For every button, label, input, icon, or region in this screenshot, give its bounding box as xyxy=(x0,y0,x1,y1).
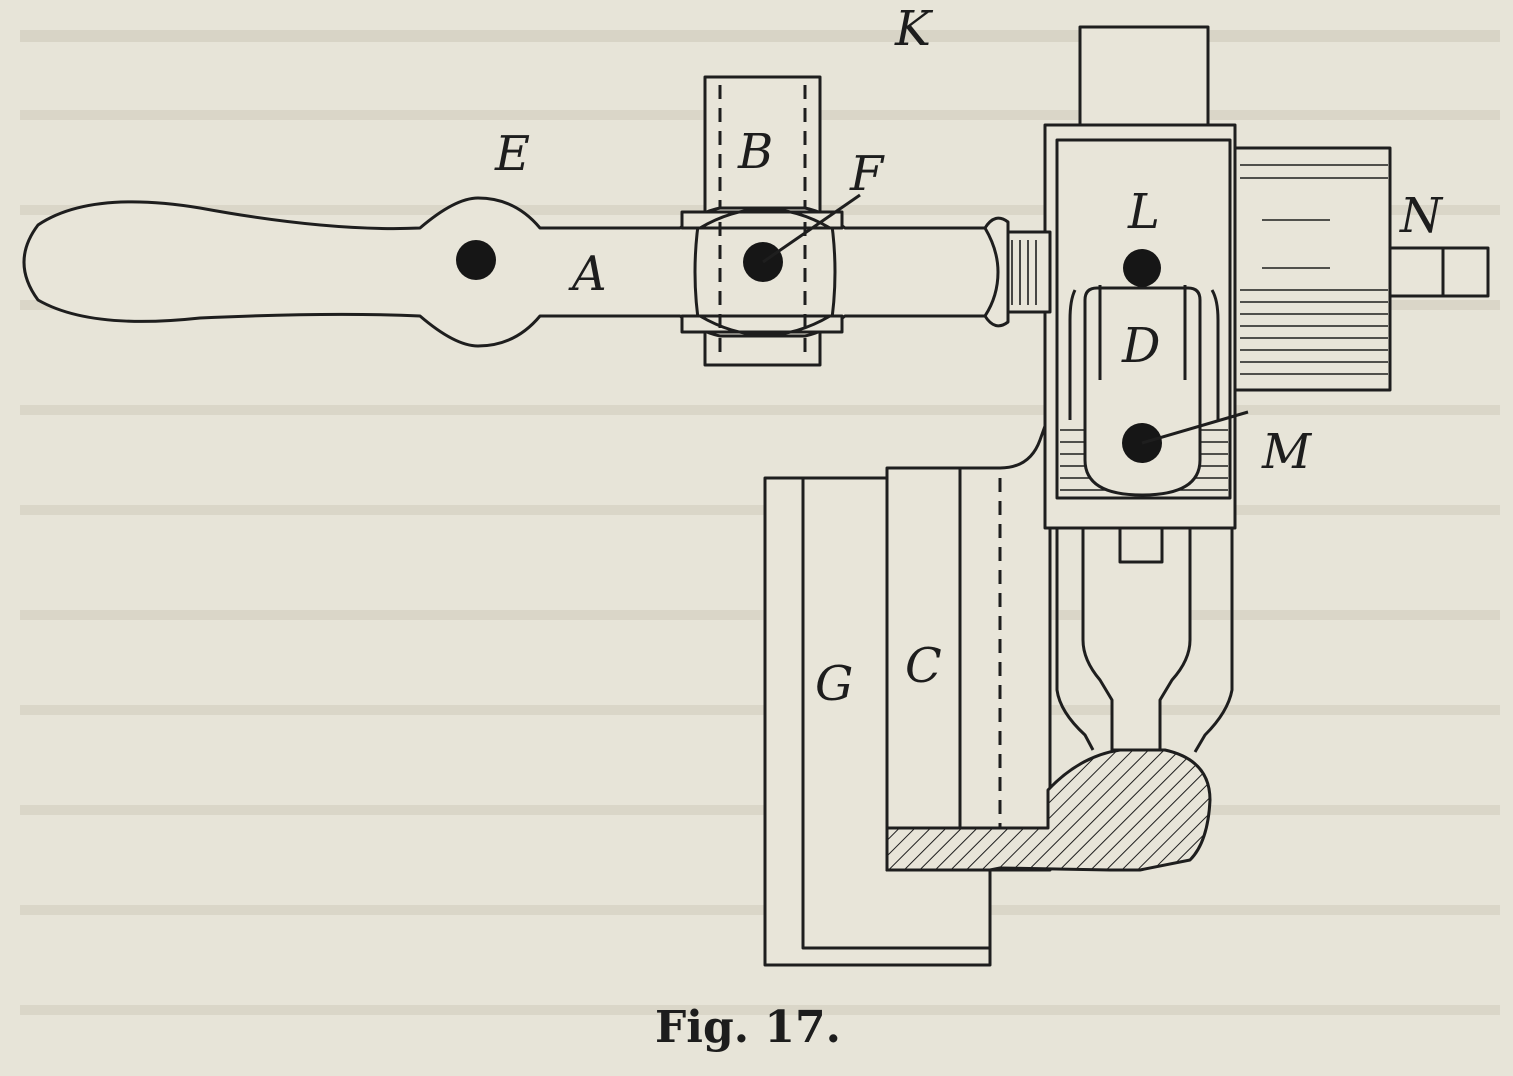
label-c: C xyxy=(905,638,942,694)
part-d-slot xyxy=(1068,285,1220,420)
pin-l xyxy=(1123,249,1161,287)
stem-nub xyxy=(1118,526,1164,564)
label-d: D xyxy=(1121,318,1160,374)
part-a-lever xyxy=(22,196,1010,348)
part-n-roller xyxy=(1230,146,1392,392)
roller-texture xyxy=(1240,164,1388,375)
label-l: L xyxy=(1127,184,1160,240)
leader-m xyxy=(1141,410,1249,445)
label-b: B xyxy=(737,124,773,180)
part-n-spindle xyxy=(1388,246,1490,298)
lower-stem xyxy=(1081,526,1192,752)
label-e: E xyxy=(494,126,530,182)
label-k: K xyxy=(894,1,934,57)
label-g: G xyxy=(815,656,853,712)
shaft-knurl xyxy=(1011,240,1037,305)
hatched-section xyxy=(885,748,1212,872)
part-k-cap xyxy=(1078,25,1210,129)
part-d-link xyxy=(1083,286,1202,497)
figure-caption: Fig. 17. xyxy=(655,1002,841,1053)
label-m: M xyxy=(1261,424,1313,480)
label-a: A xyxy=(568,246,607,302)
pin-e xyxy=(456,240,496,280)
label-f: F xyxy=(849,146,885,202)
part-g-inner-line xyxy=(801,478,990,950)
leader-f xyxy=(762,193,861,264)
lever-collar xyxy=(983,227,1000,317)
lower-stem-outer xyxy=(1055,528,1234,753)
part-c-block xyxy=(885,410,1052,872)
label-n: N xyxy=(1399,188,1444,244)
lever-center-outline xyxy=(699,207,831,337)
